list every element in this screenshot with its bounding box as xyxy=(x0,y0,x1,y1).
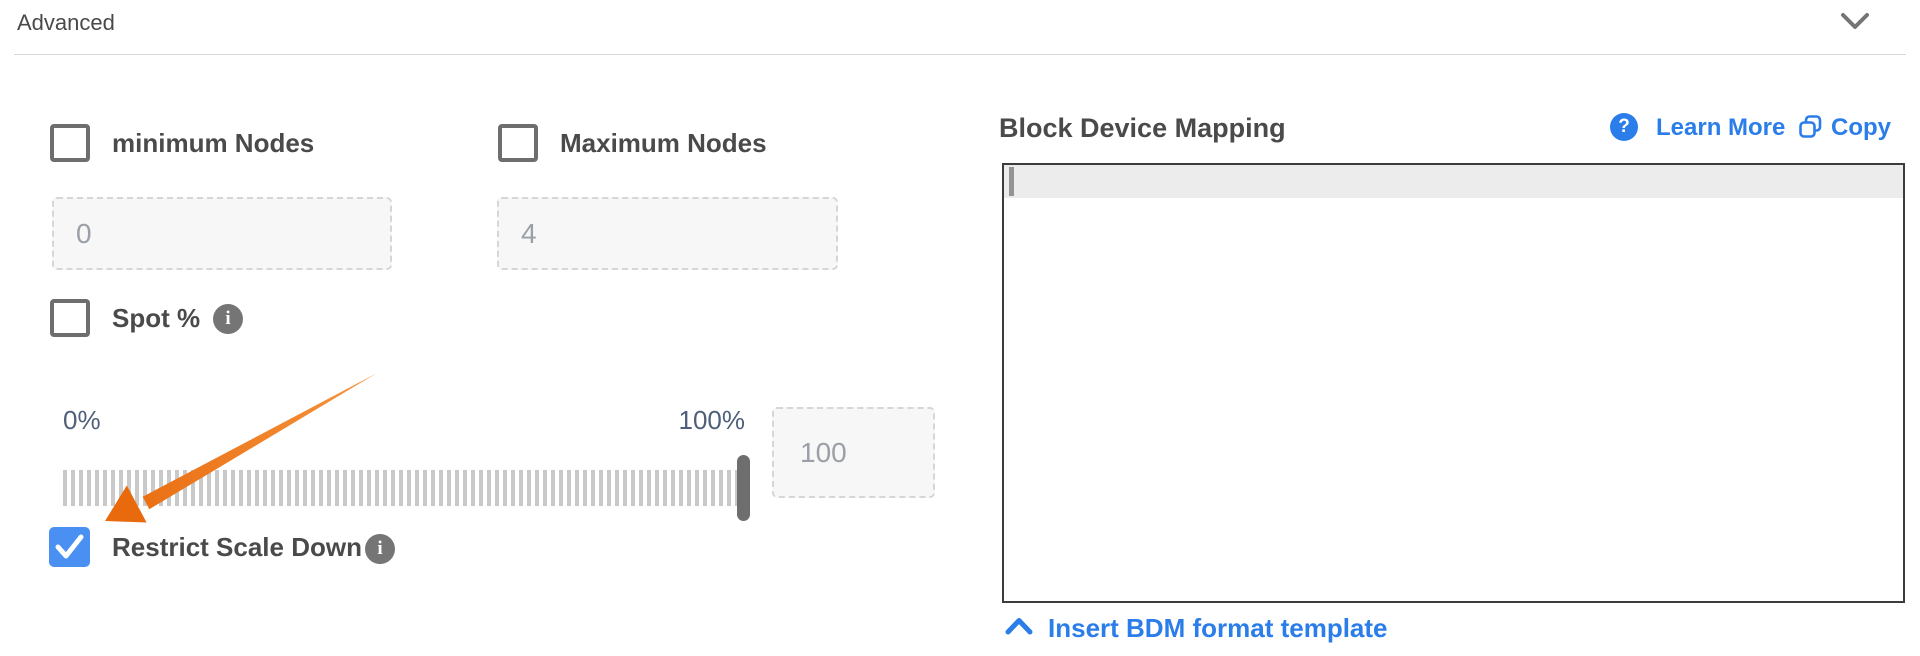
copy-icon[interactable] xyxy=(1797,114,1824,141)
slider-labels: 0% 100% xyxy=(63,405,745,436)
checkmark-icon xyxy=(55,534,84,559)
spot-percent-input[interactable] xyxy=(772,407,935,498)
chevron-down-icon[interactable] xyxy=(1840,12,1870,32)
editor-active-line xyxy=(1004,165,1903,198)
restrict-scale-down-checkbox[interactable] xyxy=(49,527,90,567)
header-divider xyxy=(14,54,1906,55)
spot-percent-slider-track[interactable] xyxy=(63,470,738,506)
slider-min-label: 0% xyxy=(63,405,101,435)
question-circle-icon[interactable]: ? xyxy=(1610,113,1638,141)
bdm-editor[interactable] xyxy=(1002,163,1905,603)
restrict-scale-down-info-icon[interactable]: i xyxy=(365,534,395,564)
section-title: Advanced xyxy=(17,10,115,35)
chevron-up-icon[interactable] xyxy=(1005,617,1033,635)
spot-percent-label: Spot % xyxy=(112,303,201,333)
restrict-scale-down-label: Restrict Scale Down xyxy=(112,532,362,562)
maximum-nodes-checkbox[interactable] xyxy=(498,124,538,162)
slider-max-label: 100% xyxy=(678,405,746,435)
minimum-nodes-checkbox[interactable] xyxy=(50,124,90,162)
maximum-nodes-input[interactable] xyxy=(497,197,838,270)
spot-info-icon[interactable]: i xyxy=(213,304,243,334)
spot-percent-checkbox[interactable] xyxy=(50,299,90,337)
maximum-nodes-label: Maximum Nodes xyxy=(560,128,767,158)
insert-bdm-template-link[interactable]: Insert BDM format template xyxy=(1048,613,1388,643)
block-device-mapping-title: Block Device Mapping xyxy=(999,113,1286,143)
spot-percent-slider-handle[interactable] xyxy=(737,455,750,521)
copy-link[interactable]: Copy xyxy=(1831,114,1891,141)
learn-more-link[interactable]: Learn More xyxy=(1656,114,1786,141)
minimum-nodes-label: minimum Nodes xyxy=(112,128,315,158)
minimum-nodes-input[interactable] xyxy=(52,197,392,270)
editor-caret xyxy=(1009,167,1014,196)
